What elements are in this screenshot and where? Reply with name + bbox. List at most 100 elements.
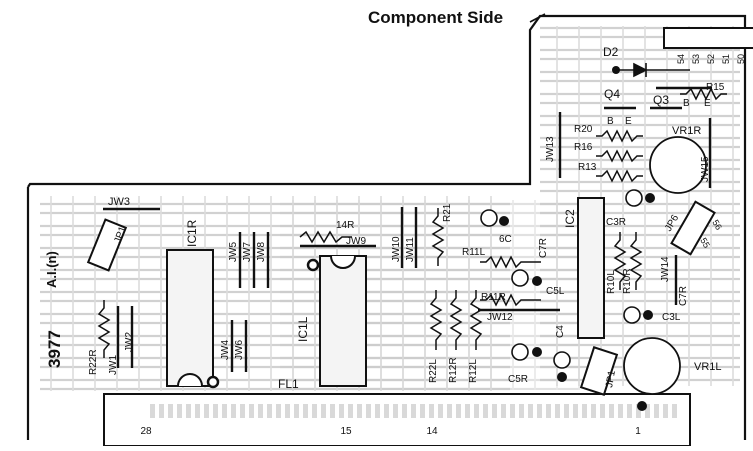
jp1-right-body — [579, 346, 619, 396]
connector-finger — [222, 404, 227, 418]
connector-finger — [267, 404, 272, 418]
connector-finger — [159, 404, 164, 418]
connector-finger — [330, 404, 335, 418]
connector-finger — [627, 404, 632, 418]
board-outline — [26, 14, 747, 440]
connector-finger — [456, 404, 461, 418]
pin-label: 14 — [426, 426, 438, 437]
label-q4: Q4 — [604, 87, 620, 101]
connector-finger — [492, 404, 497, 418]
label-q3-b: B — [683, 98, 690, 109]
connector-finger — [483, 404, 488, 418]
connector-finger — [339, 404, 344, 418]
vr1r-body — [649, 136, 707, 194]
label-r22r: R22R — [88, 349, 99, 375]
ic1l-notch — [330, 255, 356, 269]
ic1r-notch — [177, 373, 203, 387]
connector-finger — [348, 404, 353, 418]
connector-finger — [438, 404, 443, 418]
connector-finger — [537, 404, 542, 418]
pin-label: 1 — [635, 426, 641, 437]
label-r13: R13 — [578, 162, 597, 173]
connector-finger — [393, 404, 398, 418]
connector-finger — [420, 404, 425, 418]
connector-finger — [528, 404, 533, 418]
header-pin-number: 56 — [710, 218, 724, 232]
connector-fl1 — [103, 393, 691, 447]
label-r10l: R10L — [606, 270, 617, 294]
label-c6: 6C — [499, 234, 512, 245]
label-r21: R21 — [442, 203, 453, 222]
connector-finger — [636, 404, 641, 418]
connector-finger — [357, 404, 362, 418]
label-c7r: C7R — [538, 238, 549, 258]
label-r10r: R10R — [622, 268, 633, 294]
label-q4-b: B — [607, 116, 614, 127]
header-pin-number: 50 — [736, 54, 746, 64]
connector-finger — [303, 404, 308, 418]
label-jw1: JW1 — [108, 355, 119, 375]
diode-d2 — [616, 62, 690, 78]
label-ic2: IC2 — [563, 209, 577, 228]
label-jw10: JW10 — [391, 236, 402, 262]
connector-finger — [249, 404, 254, 418]
label-c3l: C3L — [662, 312, 681, 323]
label-vr1l: VR1L — [694, 361, 722, 373]
connector-finger — [618, 404, 623, 418]
label-c7r-2: C7R — [678, 286, 689, 306]
label-ic1l: IC1L — [296, 316, 310, 342]
connector-finger — [672, 404, 677, 418]
connector-finger — [285, 404, 290, 418]
label-r15: R15 — [706, 82, 725, 93]
label-ic1r: IC1R — [185, 219, 199, 247]
label-jw2: JW2 — [124, 332, 135, 352]
label-jw11: JW11 — [405, 237, 416, 262]
pin-label: 28 — [140, 426, 152, 437]
label-jw15: JW15 — [700, 156, 711, 182]
connector-fingers — [150, 404, 677, 418]
connector-finger — [600, 404, 605, 418]
header-pin-number: 54 — [676, 54, 686, 64]
label-c5r: C5R — [508, 374, 528, 385]
connector-finger — [312, 404, 317, 418]
connector-finger — [168, 404, 173, 418]
connector-finger — [510, 404, 515, 418]
label-jp1-right: JP1 — [604, 369, 618, 388]
label-c3r: C3R — [606, 217, 626, 228]
connector-finger — [294, 404, 299, 418]
connector-finger — [465, 404, 470, 418]
board-arrow — [529, 13, 546, 23]
resistors — [97, 87, 727, 358]
connector-finger — [150, 404, 155, 418]
connector-finger — [195, 404, 200, 418]
label-r14r: 14R — [336, 220, 354, 231]
connector-finger — [591, 404, 596, 418]
connector-finger — [213, 404, 218, 418]
connector-finger — [258, 404, 263, 418]
label-r12l: R12L — [468, 359, 479, 383]
label-c5l: C5L — [546, 286, 565, 297]
ic2-body — [577, 197, 605, 339]
label-r16: R16 — [574, 142, 593, 153]
connector-finger — [663, 404, 668, 418]
connector-finger — [186, 404, 191, 418]
connector-finger — [519, 404, 524, 418]
wire-jumpers — [103, 86, 712, 372]
connector-finger — [546, 404, 551, 418]
label-d2: D2 — [603, 45, 619, 59]
connector-finger — [366, 404, 371, 418]
ic1l-body — [319, 255, 367, 387]
connector-finger — [402, 404, 407, 418]
label-q4-e: E — [625, 116, 632, 127]
connector-label: FL1 — [278, 377, 299, 391]
label-jw6: JW6 — [234, 340, 245, 360]
jp6-body — [670, 200, 716, 256]
connector-finger — [447, 404, 452, 418]
vr1l-body — [623, 337, 681, 395]
header-pin-number: 53 — [691, 54, 701, 64]
pin-label: 15 — [340, 426, 352, 437]
diagram-title: Component Side — [368, 8, 504, 27]
connector-finger — [231, 404, 236, 418]
connector-finger — [501, 404, 506, 418]
connector-finger — [375, 404, 380, 418]
